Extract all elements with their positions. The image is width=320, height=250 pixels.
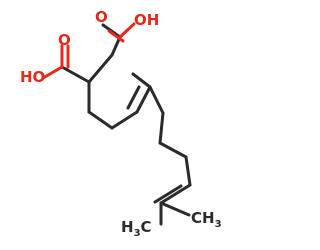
bond-hydroxyl-top bbox=[118, 22, 136, 39]
bond-chain-4 bbox=[184, 155, 192, 187]
bond-hydroxyl-left bbox=[41, 65, 64, 80]
carboxyl-group-left: O HO bbox=[20, 31, 91, 86]
bond-ring-c4-c5 bbox=[110, 110, 139, 130]
hydroxyl-label-top: OH bbox=[134, 11, 159, 29]
carboxyl-group-top: O OH bbox=[95, 8, 159, 57]
bond-chain-double-outer bbox=[159, 183, 192, 205]
methyl-right-label: CH3 bbox=[191, 209, 222, 230]
methyl-labels: H3C CH3 bbox=[121, 209, 222, 239]
bond-ring-c5-c6-double-outer bbox=[135, 85, 152, 114]
bond-ring-c5-c6-double-inner bbox=[126, 85, 141, 110]
bond-ring-c3-c4 bbox=[87, 110, 114, 130]
bond-chain-3 bbox=[158, 141, 188, 159]
bond-ring-c1-c2 bbox=[87, 53, 114, 84]
side-chain bbox=[148, 85, 192, 226]
oxygen-label-left: O bbox=[58, 31, 71, 49]
bond-ring-c6-c1 bbox=[131, 72, 152, 89]
oxygen-label-top: O bbox=[95, 8, 108, 26]
bond-chain-1 bbox=[148, 85, 165, 115]
bond-c2-carbonyl-left bbox=[60, 65, 91, 84]
bond-chain-2 bbox=[158, 111, 165, 145]
methyl-left-label: H3C bbox=[121, 218, 152, 239]
cyclohexene-ring bbox=[87, 53, 152, 130]
chemical-structure: O OH O HO H3C CH3 bbox=[20, 8, 222, 239]
hydroxyl-label-left: HO bbox=[20, 68, 45, 86]
bond-chain-double-inner bbox=[153, 184, 183, 204]
bond-carbonyl-o-top-b bbox=[107, 29, 125, 43]
bond-c1-carbonyl-top bbox=[110, 35, 122, 57]
bond-methyl-right bbox=[159, 201, 191, 217]
